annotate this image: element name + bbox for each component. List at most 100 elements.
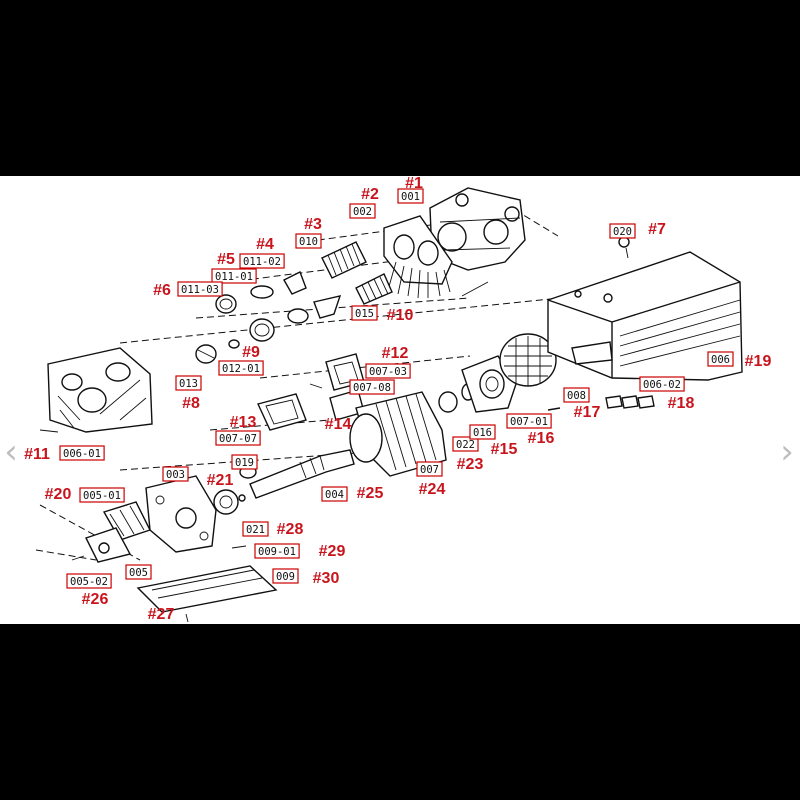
part-code-text: 007 [420,464,439,476]
part-code-text: 008 [567,390,586,402]
valve-parts-group [195,271,342,364]
part-code-box [218,360,264,376]
part-code-text: 005 [129,567,148,579]
part-code-p1: 001 [397,188,424,204]
part-ref-number-p27: #27 [148,606,175,623]
part-code-box [272,568,299,584]
viewer-top-bar [0,0,800,176]
part-code-text: 020 [613,226,632,238]
fan-shroud-part [547,251,743,381]
part-code-text: 005-01 [83,490,121,502]
part-ref-number-p29: #29 [319,543,346,560]
part-ref-number-p2: #2 [361,186,379,203]
part-code-p5: 011-01 [211,268,257,284]
outer-fan-parts [71,501,151,563]
next-image-arrow[interactable]: › [780,432,794,472]
part-ref-number-p12: #12 [382,345,409,362]
viewer-bottom-bar [0,624,800,800]
part-code-p13: 007-07 [215,430,261,446]
part-code-text: 006 [711,354,730,366]
part-code-text: 013 [179,378,198,390]
part-ref-number-p26: #26 [82,591,109,608]
part-ref-number-p3: #3 [304,216,322,233]
part-code-text: 009 [276,571,295,583]
screw-part-upper [618,236,630,259]
part-ref-number-p9: #9 [242,344,260,361]
part-ref-number-p19: #19 [745,353,772,370]
part-code-p24: 007 [416,461,443,477]
part-code-text: 011-03 [181,284,219,296]
part-code-text: 021 [246,524,265,536]
part-code-p17: 008 [563,387,590,403]
part-code-box [506,413,552,429]
part-ref-number-p7: #7 [648,221,666,238]
part-code-p9: 012-01 [218,360,264,376]
part-code-p10: 015 [351,305,378,321]
part-code-box [254,543,300,559]
part-code-box [349,379,395,395]
part-code-p30: 009 [272,568,299,584]
part-code-text: 011-01 [215,271,253,283]
part-code-box [609,223,636,239]
part-code-text: 003 [166,469,185,481]
previous-image-arrow[interactable]: ‹ [4,432,18,472]
part-code-box [452,436,479,452]
part-code-box [231,454,258,470]
part-code-box [66,573,112,589]
part-code-p23: 016 [469,424,496,440]
part-ref-number-p21: #21 [207,472,234,489]
end-cap-part [39,347,153,433]
finned-cover-part [383,215,489,299]
part-code-text: 007-01 [510,416,548,428]
part-ref-number-p25: #25 [357,485,384,502]
part-labels: 001#1002#2010#3011-02#4011-01#5011-03#60… [24,176,771,623]
part-code-box [351,305,378,321]
part-code-box [239,253,285,269]
part-ref-number-p13: #13 [230,414,257,431]
motor-shaft-part [249,449,355,499]
part-code-text: 016 [473,427,492,439]
part-code-p18: 006-02 [639,376,685,392]
part-code-text: 001 [401,191,420,203]
part-code-p2: 002 [349,203,376,219]
part-code-box [79,487,125,503]
part-code-p19: 006 [707,351,734,367]
part-code-text: 010 [299,236,318,248]
bracket-clips-part [605,395,655,409]
part-code-text: 007-03 [369,366,407,378]
part-ref-number-p5: #5 [217,251,235,268]
part-code-box [707,351,734,367]
part-code-p14: 007-08 [349,379,395,395]
pump-housing-part [429,187,526,271]
part-ref-number-p10: #10 [387,307,414,324]
part-code-p27: 005 [125,564,152,580]
part-code-p20: 005-01 [79,487,125,503]
part-code-p15: 022 [452,436,479,452]
motor-stator-part [349,391,447,477]
part-ref-number-p15: #15 [491,441,518,458]
part-ref-number-p30: #30 [313,570,340,587]
part-code-box [59,445,105,461]
part-ref-number-p28: #28 [277,521,304,538]
part-code-p28: 021 [242,521,269,537]
rotor-cylinder-upper [321,241,367,279]
part-code-p21: 019 [231,454,258,470]
part-code-p25: 004 [321,486,348,502]
part-code-box [349,203,376,219]
part-code-p7: 020 [609,223,636,239]
part-ref-number-p6: #6 [153,282,171,299]
part-code-box [242,521,269,537]
part-code-text: 007-08 [353,382,391,394]
terminal-box-parts [257,353,365,431]
screw-part-right [547,407,561,411]
part-code-box [397,188,424,204]
part-code-p4: 011-02 [239,253,285,269]
part-code-text: 004 [325,489,344,501]
cooling-fan-part [499,333,557,387]
part-code-p3: 010 [295,233,322,249]
rotor-cylinder-lower [355,273,393,305]
part-ref-number-p14: #14 [325,416,352,433]
part-code-text: 011-02 [243,256,281,268]
part-ref-number-p18: #18 [668,395,695,412]
